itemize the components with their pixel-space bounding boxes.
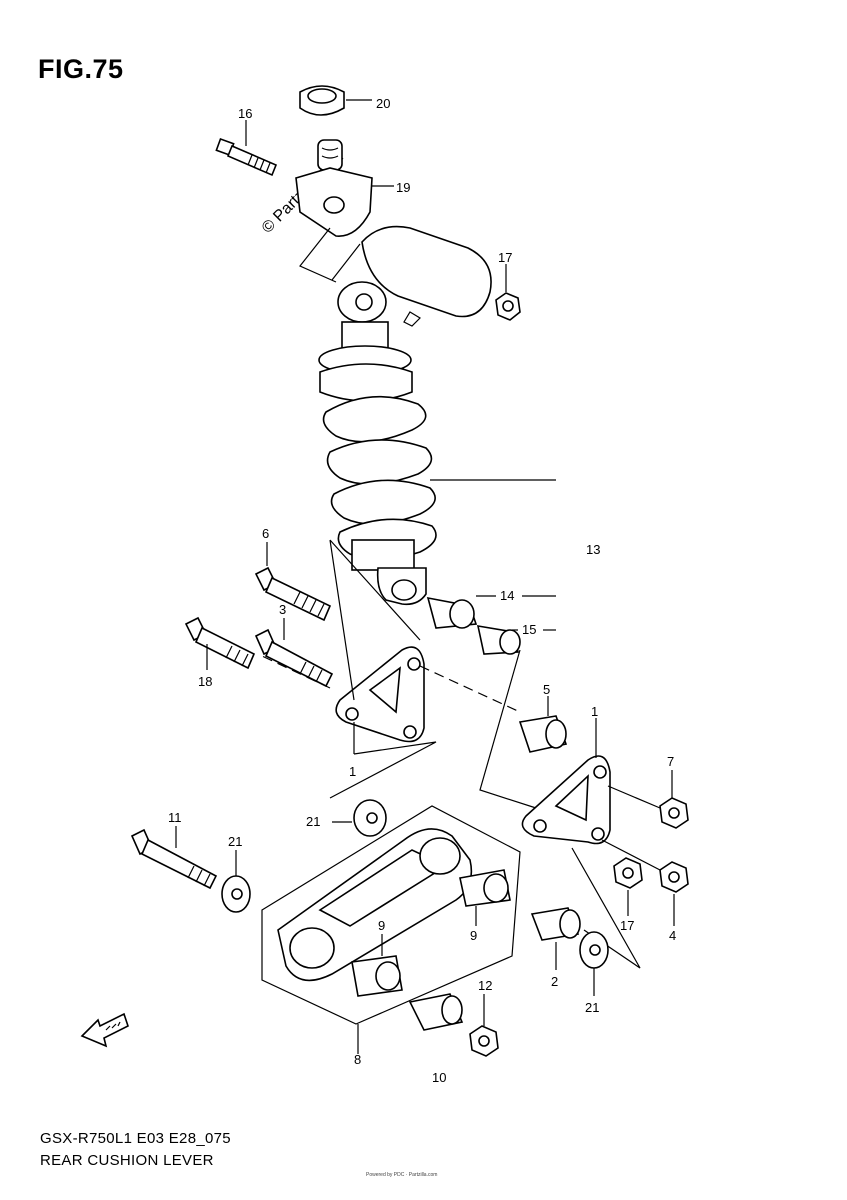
part-17-upper-nut bbox=[495, 264, 521, 321]
callout-19: 19 bbox=[396, 180, 410, 195]
callout-3: 3 bbox=[279, 602, 286, 617]
callout-2: 2 bbox=[551, 974, 558, 989]
callout-21-left: 21 bbox=[228, 834, 242, 849]
part-21-washer-upper bbox=[332, 799, 387, 837]
part-11-bolt bbox=[130, 826, 218, 890]
callout-8: 8 bbox=[354, 1052, 361, 1067]
callout-15: 15 bbox=[522, 622, 536, 637]
part-7-nut bbox=[659, 770, 689, 829]
part-20-bushing bbox=[299, 85, 372, 116]
figure-name: REAR CUSHION LEVER bbox=[40, 1152, 214, 1169]
callout-7: 7 bbox=[667, 754, 674, 769]
part-4-nut bbox=[659, 861, 689, 926]
part-21-washer-right bbox=[579, 931, 609, 996]
callout-labels: 20 16 19 17 13 6 14 15 3 18 5 1 1 7 21 1… bbox=[168, 96, 676, 1085]
part-16-bolt bbox=[215, 120, 278, 177]
part-19-upper-mount bbox=[295, 139, 394, 237]
callout-9-right: 9 bbox=[470, 928, 477, 943]
part-3-bolt bbox=[254, 618, 334, 688]
callout-21-upper: 21 bbox=[306, 814, 320, 829]
callout-4: 4 bbox=[669, 928, 676, 943]
callout-5: 5 bbox=[543, 682, 550, 697]
part-18-bolt bbox=[184, 616, 256, 670]
callout-11: 11 bbox=[168, 810, 182, 825]
front-direction-arrow-icon bbox=[80, 1012, 129, 1048]
fine-print: Powered by PDC · Partzilla.com bbox=[366, 1172, 438, 1178]
callout-12: 12 bbox=[478, 978, 492, 993]
callout-20: 20 bbox=[376, 96, 390, 111]
part-6-bolt bbox=[254, 542, 332, 622]
callout-17-upper: 17 bbox=[498, 250, 512, 265]
callout-16: 16 bbox=[238, 106, 252, 121]
callout-6: 6 bbox=[262, 526, 269, 541]
model-code: GSX-R750L1 E03 E28_075 bbox=[40, 1130, 231, 1147]
part-12-nut bbox=[408, 993, 499, 1057]
part-14-bearing bbox=[426, 595, 556, 629]
part-1-right-plate bbox=[521, 718, 661, 871]
part-2-collar bbox=[530, 907, 581, 970]
part-13-shock-absorber bbox=[318, 281, 556, 606]
part-10-cushion-lever bbox=[261, 805, 521, 1054]
figure-title: FIG.75 bbox=[38, 54, 124, 84]
assembly-center-lines bbox=[261, 649, 537, 809]
callout-17-lower: 17 bbox=[620, 918, 634, 933]
callout-13: 13 bbox=[586, 542, 600, 557]
callout-10: 10 bbox=[432, 1070, 446, 1085]
callout-9-left: 9 bbox=[378, 918, 385, 933]
part-21-washer-left bbox=[221, 850, 251, 913]
callout-21-right: 21 bbox=[585, 1000, 599, 1015]
callout-1-right: 1 bbox=[591, 704, 598, 719]
callout-18: 18 bbox=[198, 674, 212, 689]
shock-reservoir bbox=[299, 225, 492, 318]
part-5-collar bbox=[518, 696, 568, 753]
part-1-left-plate bbox=[329, 539, 437, 799]
part-15-collar bbox=[476, 625, 556, 655]
callout-1-left: 1 bbox=[349, 764, 356, 779]
callout-14: 14 bbox=[500, 588, 514, 603]
